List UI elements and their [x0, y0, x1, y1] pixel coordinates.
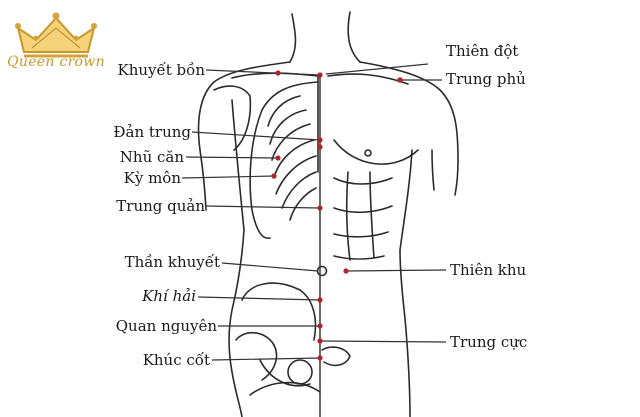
label-thien-dot: Thiên đột — [446, 42, 519, 60]
label-nhu-can: Nhũ căn — [119, 148, 184, 166]
brand-name: Queen crown — [7, 54, 105, 70]
label-dan-trung: Đản trung — [113, 123, 191, 141]
label-trung-phu: Trung phủ — [446, 70, 526, 88]
label-khuyet-bon: Khuyết bồn — [117, 61, 205, 79]
label-khi-hai: Khí hải — [142, 287, 196, 305]
label-thien-khu: Thiên khu — [450, 261, 527, 279]
label-quan-nguyen: Quan nguyên — [115, 317, 217, 335]
label-than-khuyet: Thần khuyết — [124, 253, 220, 271]
torso-sketch — [197, 11, 459, 417]
crown-logo-icon — [15, 12, 97, 58]
label-ky-mon: Kỳ môn — [123, 169, 181, 187]
leader-lines — [181, 63, 447, 361]
label-trung-cuc: Trung cực — [450, 333, 528, 351]
acupoints — [271, 70, 403, 361]
label-trung-quan: Trung quản — [116, 197, 205, 215]
label-khuc-cot: Khúc cốt — [142, 351, 210, 369]
